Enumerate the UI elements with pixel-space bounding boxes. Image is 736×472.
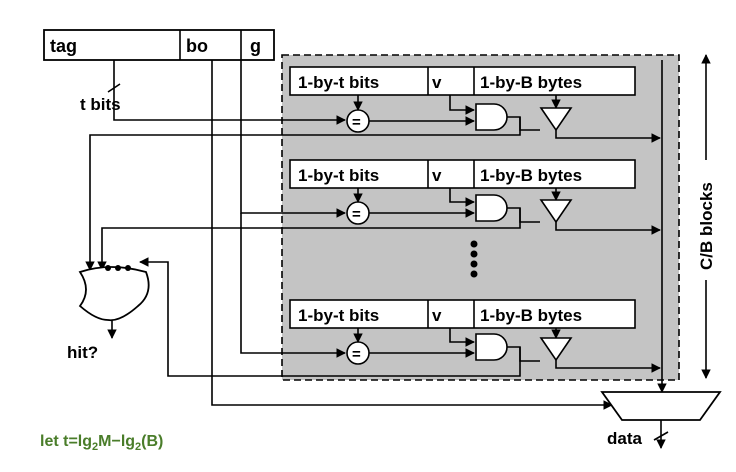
comparator-3-symbol: = [352,346,361,363]
cache-block-row-3: 1-by-t bits v 1-by-B bytes = [139,257,661,377]
ellipsis-dot [470,240,478,248]
row1-hit-to-or [85,117,521,271]
cb-blocks-dimension: C/B blocks [697,54,716,379]
row2-buf-to-bus [555,222,661,235]
tag-wire-row1 [113,60,346,125]
or-gate: hit? [67,265,150,362]
block-row-1-data-label: 1-by-B bytes [480,73,582,92]
tbits-slash [107,83,121,93]
and-gate-3 [475,333,508,361]
hit-label: hit? [67,343,98,362]
block-row-3-valid-label: v [432,306,442,325]
ellipsis-dot [470,270,478,278]
comparator-1-symbol: = [352,114,361,131]
block-row-3-tag-label: 1-by-t bits [298,306,379,325]
bo-wire [211,60,613,410]
block-row-1-valid-label: v [432,73,442,92]
tristate-buffer-3 [539,337,573,362]
row1-buf-to-bus [555,130,661,143]
row2-hit-to-or [97,208,521,271]
row3-buf-to-bus [555,360,661,373]
address-register-box [43,29,275,61]
block-row-2-data-label: 1-by-B bytes [480,166,582,185]
tristate-buffer-2 [539,199,573,224]
ellipsis-dot [470,260,478,268]
cache-block-row-1: 1-by-t bits v 1-by-B bytes = [85,66,661,271]
block-row-1-box [289,66,636,96]
mux-body [600,391,722,421]
or-gate-ellipsis-dot [115,265,121,271]
cb-blocks-label: C/B blocks [697,182,716,270]
block-row-2-valid-label: v [432,166,442,185]
row3-valid-to-and [449,328,475,347]
or-gate-body [78,266,150,322]
row-ellipsis [470,240,478,278]
comparator-2-symbol: = [352,206,361,223]
block-row-2-box [289,159,636,189]
field-g-label: g [250,36,261,56]
tag-wire-row3 [240,213,346,358]
address-register: tag bo g [43,29,275,61]
tristate-buffer-1 [539,107,573,132]
mux-output-slash [653,431,669,441]
tbits-label: t bits [80,95,121,114]
block-row-3-box [289,299,636,329]
and-gate-1 [475,103,508,131]
or-gate-ellipsis-dot [125,265,131,271]
cache-block-row-2: 1-by-t bits v 1-by-B bytes = [97,159,661,271]
or-gate-ellipsis-dot [105,265,111,271]
block-row-2-tag-label: 1-by-t bits [298,166,379,185]
field-tag-label: tag [50,36,77,56]
block-row-1-tag-label: 1-by-t bits [298,73,379,92]
data-label: data [607,429,643,448]
output-mux: data [600,391,722,449]
ellipsis-dot [470,250,478,258]
row2-valid-to-and [449,188,475,207]
and-gate-2 [475,194,508,222]
row3-hit-to-or [139,257,521,377]
row1-valid-to-and [449,95,475,115]
formula-note: let t=lg2M−lg2(B) [40,433,163,453]
field-bo-label: bo [186,36,208,56]
block-row-3-data-label: 1-by-B bytes [480,306,582,325]
tag-bus: t bits [80,60,346,358]
